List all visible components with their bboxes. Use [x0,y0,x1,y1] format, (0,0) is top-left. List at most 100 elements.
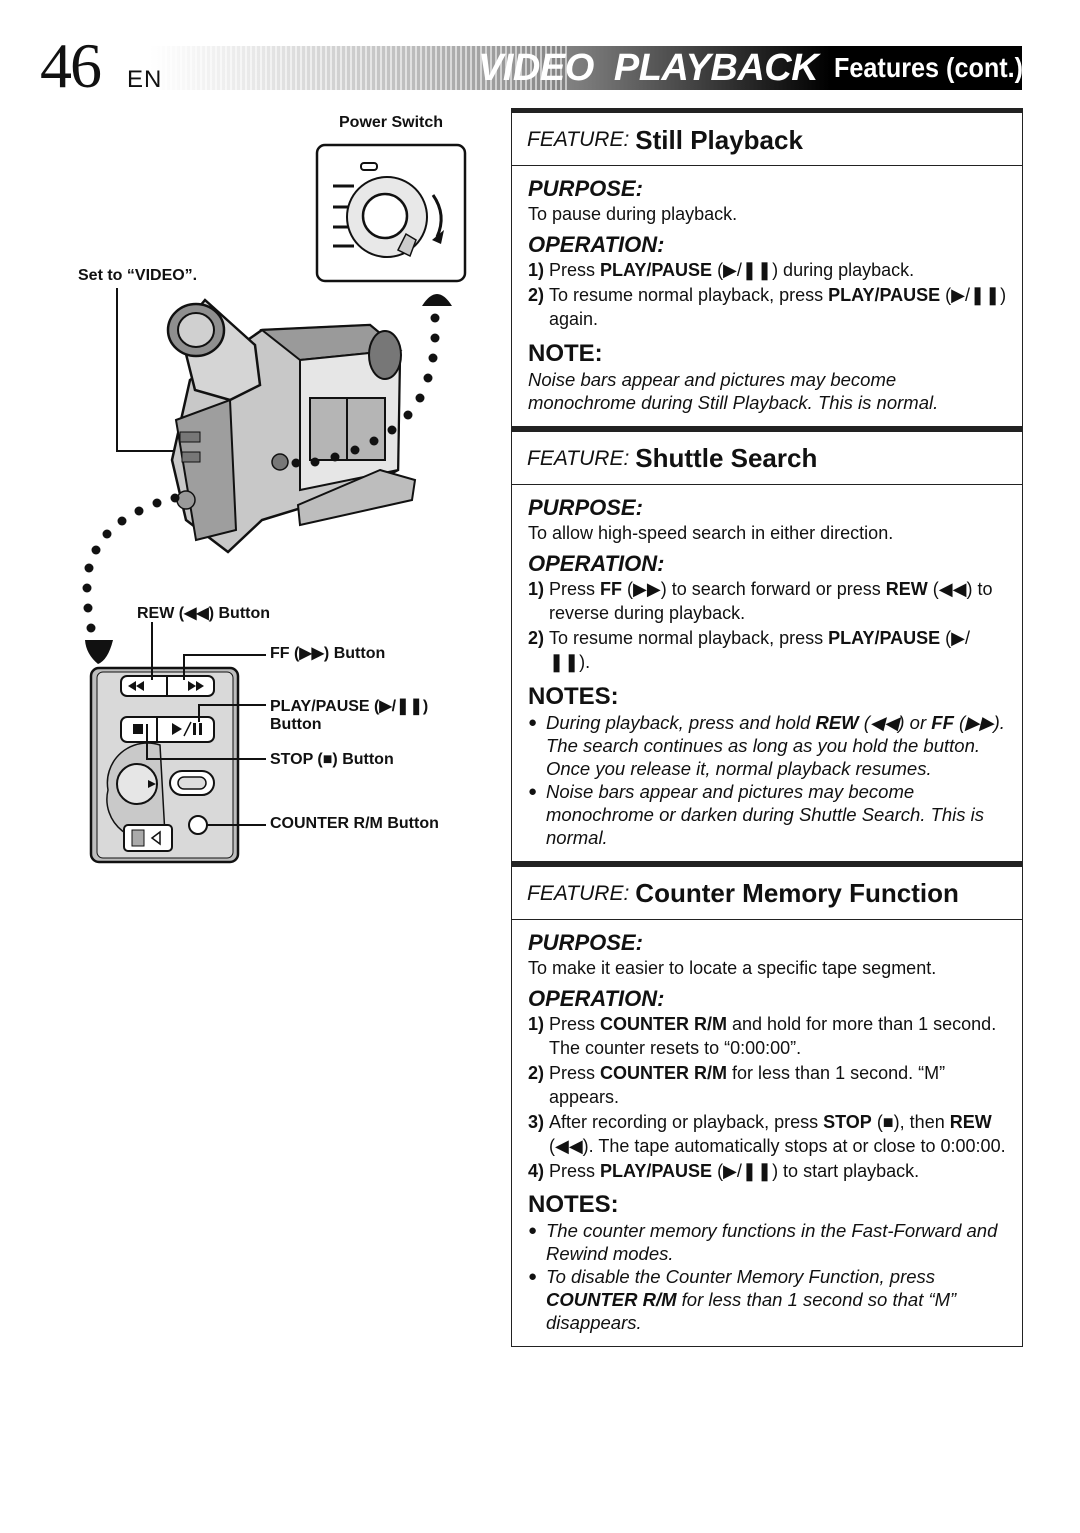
header-stripes [150,46,570,90]
step-text: To resume normal playback, press [549,284,829,305]
operation-step: 1)Press PLAY/PAUSE (▶/❚❚) during playbac… [528,258,1007,283]
step-bold: PLAY/PAUSE [828,627,941,648]
rew-button-label: REW (◀◀) Button [137,605,271,622]
note-text: for less than 1 second so that “M” disap… [546,1289,957,1333]
play-pause-button-label: PLAY/PAUSE (▶/❚❚) [270,698,429,715]
step-text: Press [549,1013,601,1034]
step-bold: PLAY/PAUSE [600,1160,713,1181]
step-text: (▶/❚❚) again. [549,284,1007,330]
note-text: (▶▶). The search continues as long as yo… [546,711,1005,779]
feature-keyword: FEATURE: [527,446,630,470]
feature-still-playback: FEATURE: Still Playback PURPOSE: To paus… [511,108,1023,427]
step-text: (▶/❚❚) to start playback. [712,1160,920,1181]
control-panel-diagram [89,666,240,864]
operation-heading: OPERATION: [528,550,665,576]
step-text: Press [549,1062,601,1083]
note-text: During playback, press and hold [546,711,816,733]
step-text: (◀◀). The tape automatically stops at or… [549,1136,1006,1156]
note-heading: NOTE: [528,339,603,367]
page-title: VIDEO PLAYBACK Features (cont.) [478,46,1044,90]
ff-button-label: FF (▶▶) Button [270,645,386,662]
step-number: 1) [528,1013,545,1034]
step-number: 1) [528,578,545,599]
operation-step: 1)Press COUNTER R/M and hold for more th… [528,1012,1007,1061]
step-text: Press [549,1160,601,1181]
bullet-dot: ● [528,713,538,731]
step-text: After recording or playback, press [549,1111,824,1132]
note-bold: REW [815,711,859,733]
feature-counter-memory: FEATURE: Counter Memory Function PURPOSE… [511,861,1023,1347]
step-text: Press [549,260,601,280]
power-switch-diagram [315,143,467,283]
purpose-text: To make it easier to locate a specific t… [528,957,937,978]
note-bullet: ● During playback, press and hold REW (◀◀… [528,711,1007,780]
camcorder-illustration [82,143,467,864]
step-text: Press [549,578,601,599]
feature-name: Shuttle Search [635,443,818,473]
step-number: 3) [528,1111,545,1132]
step-bold: REW [885,578,928,599]
bullet-dot: ● [528,782,538,800]
step-number: 2) [528,627,545,648]
operation-step: 1)Press FF (▶▶) to search forward or pre… [528,577,1007,626]
step-bold: COUNTER R/M [600,1062,728,1083]
feature-name: Still Playback [635,124,803,155]
stop-button-label: STOP (■) Button [270,751,394,768]
step-bold: REW [949,1111,992,1132]
counter-button-label: COUNTER R/M Button [270,815,439,832]
operation-step: 3)After recording or playback, press STO… [528,1110,1007,1159]
note-bold: FF [931,711,954,733]
page-title-main: VIDEO PLAYBACK [478,46,819,89]
operation-step: 2)To resume normal playback, press PLAY/… [528,626,1007,675]
notes-heading: NOTES: [528,1191,619,1218]
feature-name: Counter Memory Function [635,878,959,908]
operation-step: 2)Press COUNTER R/M for less than 1 seco… [528,1061,1007,1110]
feature-keyword: FEATURE: [527,881,630,905]
notes-heading: NOTES: [528,682,619,710]
feature-column: FEATURE: Still Playback PURPOSE: To paus… [511,108,1023,1347]
operation-step: 2)To resume normal playback, press PLAY/… [528,283,1007,332]
operation-heading: OPERATION: [528,985,665,1011]
step-text: (▶▶) to search forward or press [622,578,886,599]
dotted-arrow [82,294,452,664]
step-text: for less than 1 second. “M” appears. [549,1062,946,1108]
feature-header: FEATURE: Still Playback [512,113,1022,166]
step-number: 2) [528,284,545,305]
power-switch-label: Power Switch [339,114,444,131]
page-language: EN [127,66,163,93]
feature-header: FEATURE: Counter Memory Function [512,867,1022,920]
feature-keyword: FEATURE: [527,128,630,151]
step-bold: STOP [823,1111,872,1132]
bullet-dot: ● [528,1222,538,1239]
note-bullet: ● The counter memory functions in the Fas… [528,1219,1007,1265]
operation-step: 4)Press PLAY/PAUSE (▶/❚❚) to start playb… [528,1159,1007,1184]
note-text: To disable the Counter Memory Function, … [546,1266,936,1287]
bullet-dot: ● [528,1268,538,1285]
step-text: (▶/❚❚) during playback. [712,260,915,280]
purpose-text: To pause during playback. [528,204,738,224]
purpose-heading: PURPOSE: [528,929,643,955]
page-number: 46 [40,30,102,101]
note-text: Noise bars appear and pictures may becom… [528,368,939,413]
purpose-heading: PURPOSE: [528,176,643,201]
step-bold: FF [600,578,623,599]
step-bold: PLAY/PAUSE [828,284,941,305]
feature-header: FEATURE: Shuttle Search [512,432,1022,485]
note-text: The counter memory functions in the Fast… [546,1220,998,1264]
step-number: 4) [528,1160,545,1181]
play-pause-button-label-2: Button [270,716,322,733]
step-bold: COUNTER R/M [600,1013,728,1034]
note-text: (◀◀) or [858,711,932,733]
step-text: (▶/❚❚). [549,627,971,673]
feature-shuttle-search: FEATURE: Shuttle Search PURPOSE: To allo… [511,426,1023,862]
step-text: and hold for more than 1 second. The cou… [549,1013,997,1059]
step-number: 2) [528,1062,545,1083]
step-number: 1) [528,260,545,280]
step-text: (◀◀) to reverse during playback. [549,578,993,624]
step-text: (■), then [871,1111,950,1132]
camcorder-body [166,298,417,554]
note-bullet: ● To disable the Counter Memory Function,… [528,1265,1007,1334]
note-text: Noise bars appear and pictures may becom… [546,780,985,848]
note-bullet: ● Noise bars appear and pictures may beco… [528,780,1007,849]
purpose-text: To allow high-speed search in either dir… [528,522,894,543]
